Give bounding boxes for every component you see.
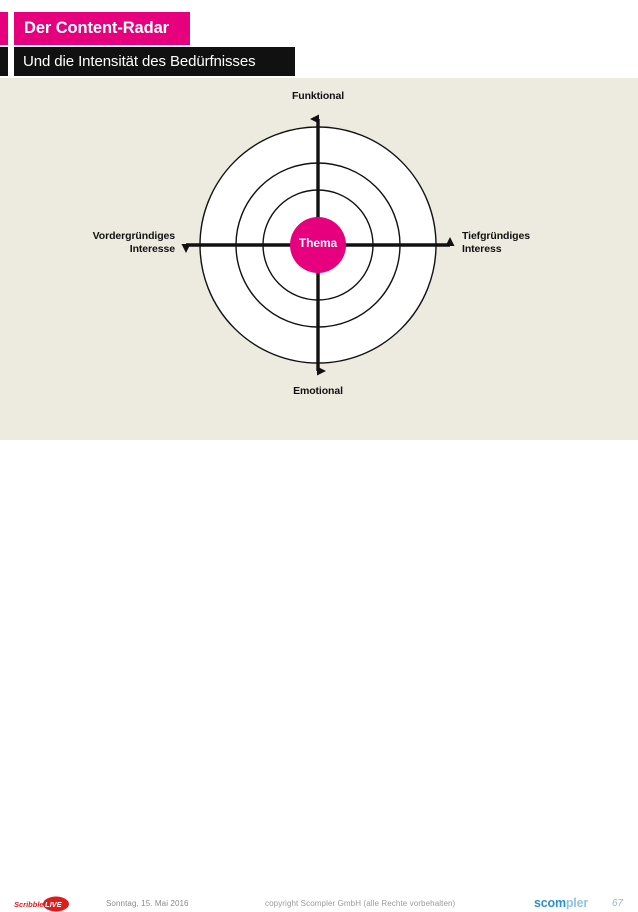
slide: Der Content-Radar Und die Intensität des… <box>0 12 638 912</box>
radar-label-vordergruendiges-interesse: Vordergründiges Interesse <box>92 230 175 255</box>
title-accent-strip <box>0 12 8 45</box>
scompler-logo-part2: pler <box>565 896 588 910</box>
scompler-logo-part1: scom <box>534 896 566 910</box>
footer-date: Sonntag, 15. Mai 2016 <box>106 899 189 908</box>
footer: Scribble LIVE Sonntag, 15. Mai 2016 copy… <box>0 440 638 912</box>
svg-text:LIVE: LIVE <box>45 900 63 909</box>
radar-core-label: Thema <box>298 236 338 250</box>
svg-text:Scribble: Scribble <box>14 900 44 909</box>
radar-core-thema <box>290 217 346 273</box>
radar-label-tiefgruendiges-interess: Tiefgründiges Interess <box>462 230 530 255</box>
radar-label-emotional: Emotional <box>293 385 343 397</box>
page-number: 67 <box>612 898 624 909</box>
page-subtitle: Und die Intensität des Bedürfnisses <box>23 53 256 70</box>
title-bar: Der Content-Radar <box>14 12 190 45</box>
page-title: Der Content-Radar <box>24 19 169 37</box>
subtitle-accent-strip <box>0 47 8 76</box>
footer-copyright: copyright Scompler GmbH (alle Rechte vor… <box>265 899 456 908</box>
subtitle-bar: Und die Intensität des Bedürfnisses <box>14 47 295 76</box>
content-radar-diagram <box>181 114 455 376</box>
radar-label-funktional: Funktional <box>291 90 345 102</box>
content-panel: Thema Funktional Emotional Vordergründig… <box>0 78 638 440</box>
scompler-logo[interactable]: scompler <box>534 896 588 910</box>
scribblelive-logo[interactable]: Scribble LIVE <box>14 896 72 912</box>
